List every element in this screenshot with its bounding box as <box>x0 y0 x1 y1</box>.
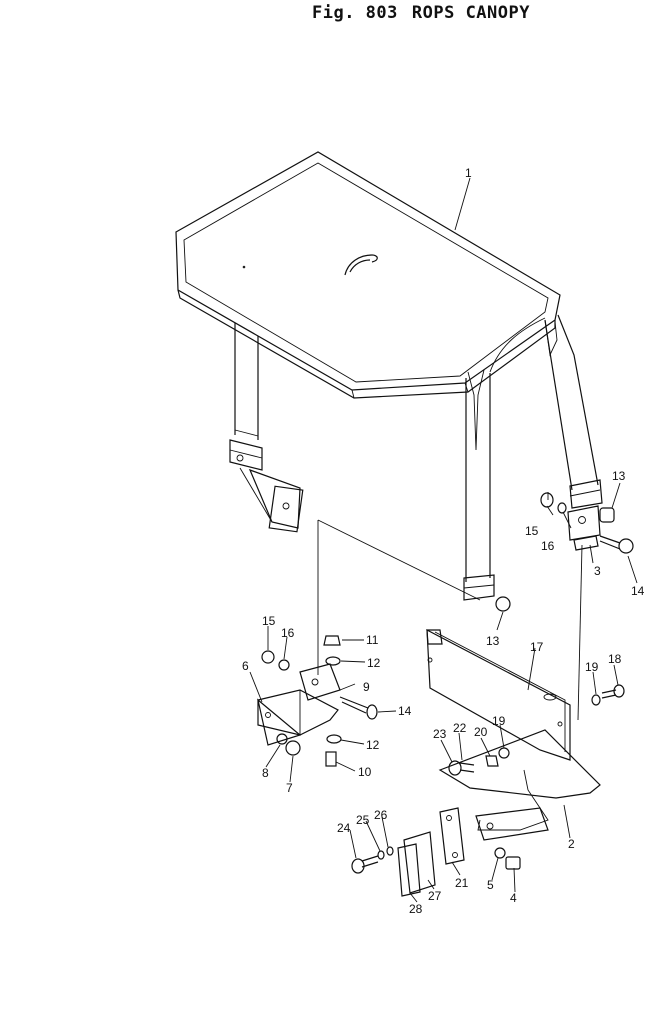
callout-5: 5 <box>487 878 494 892</box>
callout-15-right: 15 <box>525 524 539 538</box>
callout-14-right: 14 <box>631 584 645 598</box>
hardware-24-25-26 <box>351 846 394 874</box>
front-center-post <box>463 317 546 601</box>
callout-20: 20 <box>474 725 488 739</box>
plate-part-2 <box>438 729 601 841</box>
figure-name: ROPS CANOPY <box>411 3 530 23</box>
callout-24: 24 <box>337 821 351 835</box>
callout-25: 25 <box>356 813 370 827</box>
callout-4: 4 <box>510 891 517 905</box>
hardware-4-5 <box>494 847 521 870</box>
callout-12-upper: 12 <box>367 656 381 670</box>
callout-15-left: 15 <box>262 614 276 628</box>
callout-1: 1 <box>465 166 472 180</box>
front-right-post <box>544 314 603 509</box>
callout-13-right: 13 <box>612 469 626 483</box>
callout-23: 23 <box>433 727 447 741</box>
channel-part-17 <box>426 628 571 761</box>
explosion-lines <box>317 492 583 721</box>
figure-number: Fig. 803 <box>312 3 398 23</box>
canopy-roof <box>175 151 561 399</box>
left-rear-post <box>229 323 304 533</box>
hardware-bracket-3 <box>495 492 634 612</box>
callout-17: 17 <box>530 640 544 654</box>
callout-18: 18 <box>608 652 622 666</box>
callout-10: 10 <box>358 765 372 779</box>
bracket-part-3 <box>567 505 601 551</box>
callout-2: 2 <box>568 837 575 851</box>
callout-6: 6 <box>242 659 249 673</box>
callout-21: 21 <box>455 876 469 890</box>
leader-lines <box>249 177 638 903</box>
callout-27: 27 <box>428 889 442 903</box>
callout-12-lower: 12 <box>366 738 380 752</box>
callout-14-left: 14 <box>398 704 412 718</box>
callout-3: 3 <box>594 564 601 578</box>
figure-title: Fig. 803 ROPS CANOPY <box>312 3 530 23</box>
callout-16-left: 16 <box>281 626 295 640</box>
callout-16-right: 16 <box>541 539 555 553</box>
plates-21-27-28 <box>397 807 465 897</box>
callout-9: 9 <box>363 680 370 694</box>
callout-11: 11 <box>366 633 379 647</box>
hardware-middle <box>448 747 510 776</box>
left-mount-bracket <box>257 635 378 767</box>
callout-28: 28 <box>409 902 423 916</box>
callout-7: 7 <box>286 781 293 795</box>
bolt-18-washer-19 <box>591 684 625 706</box>
callout-labels: 1 2 3 4 5 6 7 8 9 10 11 12 12 13 13 14 1… <box>242 166 645 916</box>
callout-19-right: 19 <box>585 660 599 674</box>
callout-13-center: 13 <box>486 634 500 648</box>
callout-26: 26 <box>374 808 388 822</box>
callout-22: 22 <box>453 721 467 735</box>
callout-19-middle: 19 <box>492 714 506 728</box>
callout-8: 8 <box>262 766 269 780</box>
